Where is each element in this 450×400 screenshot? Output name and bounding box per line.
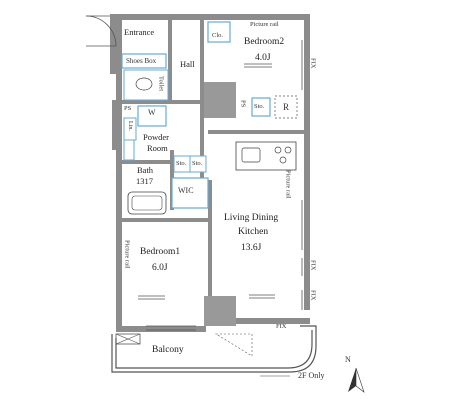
label-ldk-2: Kitchen: [238, 227, 269, 237]
refrigerator-space: [274, 95, 298, 119]
label-ps-top: PS: [124, 105, 132, 112]
balcony-outline: [111, 325, 317, 373]
shaft-upper: [204, 82, 236, 118]
washing-machine: [137, 105, 167, 127]
label-floor-note: 2F Only: [298, 371, 325, 380]
label-bedroom2: Bedroom2: [244, 37, 285, 47]
label-fix-low: FIX: [309, 290, 317, 301]
label-north: N: [345, 355, 351, 364]
label-powder-room-1: Powder: [143, 132, 169, 142]
label-balcony: Balcony: [152, 345, 184, 355]
walk-in-closet: [171, 177, 209, 209]
storage-bedroom2: [251, 97, 271, 117]
storage-b: [189, 155, 207, 173]
bathtub: [127, 191, 167, 215]
label-picture-rail-top: Picture rail: [250, 21, 279, 28]
outer-walls: [110, 14, 310, 332]
label-bedroom1-size: 6.0J: [152, 263, 168, 273]
label-toilet: Toilet: [157, 76, 165, 92]
label-ps-mid: PS: [239, 100, 247, 108]
label-bath: Bath: [137, 165, 154, 175]
balcony-unit: [115, 333, 141, 345]
label-powder-room-2: Room: [147, 143, 168, 153]
label-shoes-box: Shoes Box: [126, 57, 157, 65]
label-sto-bedroom2: Sto.: [254, 103, 265, 110]
label-wic: WIC: [178, 186, 194, 195]
label-fix-top: FIX: [309, 58, 317, 69]
label-bedroom2-size: 4.0J: [255, 53, 271, 63]
closet-bedroom2: [207, 21, 231, 43]
label-picture-rail-bed1: Picture rail: [123, 240, 131, 269]
kitchen-sink: [241, 147, 261, 163]
window-marks: [138, 63, 275, 331]
label-hall: Hall: [180, 59, 195, 69]
label-fix-mid: FIX: [309, 260, 317, 271]
entrance-door: [85, 15, 117, 47]
label-ldk-size: 13.6J: [241, 243, 262, 253]
label-washing-machine: W: [148, 108, 156, 117]
toilet-bowl: [135, 77, 153, 91]
label-bedroom1: Bedroom1: [140, 247, 181, 257]
shaft-lower: [204, 296, 236, 326]
shoes-box: [121, 53, 167, 69]
label-ldk-1: Living Dining: [224, 213, 279, 223]
label-linen: Lin.: [127, 121, 133, 131]
label-picture-rail-kitchen: Picture rail: [284, 170, 292, 199]
kitchen-counter: [235, 141, 297, 171]
label-refrigerator: R: [283, 102, 290, 112]
label-entrance: Entrance: [124, 27, 155, 37]
vanity: [123, 139, 135, 161]
label-sto-b: Sto.: [192, 160, 203, 167]
north-arrow-icon: [348, 367, 365, 393]
label-bath-size: 1317: [136, 176, 153, 186]
label-sto-a: Sto.: [176, 160, 187, 167]
label-fix-bottom: FIX: [276, 323, 287, 330]
label-clo: Clo.: [212, 32, 224, 39]
cooktop-icon: [274, 146, 292, 164]
